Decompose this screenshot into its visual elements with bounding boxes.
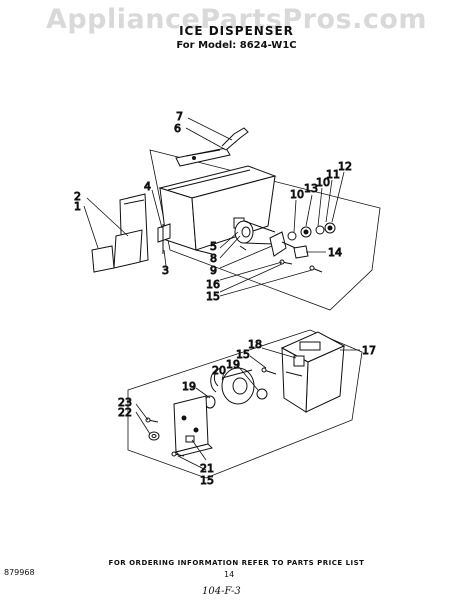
callout-7: 7 (176, 110, 183, 123)
callout-10-right: 10 (316, 176, 330, 189)
callout-2: 2 (74, 190, 81, 203)
callout-15-mid: 15 (236, 348, 250, 361)
callout-17: 17 (362, 344, 376, 357)
document-number: 879968 (4, 568, 35, 577)
callout-12: 12 (338, 160, 352, 173)
callout-21: 21 (200, 462, 214, 475)
callout-9: 9 (210, 264, 217, 277)
callout-19-lower: 19 (182, 380, 196, 393)
motor-housing-part (280, 331, 346, 413)
callout-16: 16 (206, 278, 220, 291)
front-panel-part (91, 193, 149, 273)
callout-14: 14 (328, 246, 342, 259)
callout-8: 8 (210, 252, 217, 265)
lower-mounting-plate (127, 329, 363, 479)
ordering-info-footer: FOR ORDERING INFORMATION REFER TO PARTS … (108, 559, 365, 567)
auger-gear-part (234, 220, 276, 245)
callout-18: 18 (248, 338, 262, 351)
lower-leader-lines (135, 347, 360, 471)
bail-handle-part (175, 127, 249, 167)
page-number: 14 (224, 570, 235, 579)
screws-upper (279, 259, 323, 273)
callout-23: 23 (118, 396, 132, 409)
callout-22: 22 (118, 406, 132, 419)
watermark-text: AppliancePartsPros.com (45, 4, 428, 35)
shaft-assembly-part (269, 222, 336, 259)
switch-plate-part (173, 395, 213, 457)
callout-19-upper: 19 (226, 358, 240, 371)
callout-10-left: 10 (290, 188, 304, 201)
callout-15-upper: 15 (206, 290, 220, 303)
callout-4: 4 (144, 180, 151, 193)
callout-3: 3 (162, 264, 169, 277)
callout-15-lower: 15 (200, 474, 214, 487)
bushing-part (145, 417, 160, 441)
callout-1: 1 (74, 200, 81, 213)
motor-part (204, 367, 268, 409)
callout-6: 6 (174, 122, 181, 135)
diagram-subtitle: For Model: 8624-W1C (176, 40, 297, 51)
clip-part (157, 223, 171, 254)
ice-bin-part (158, 165, 277, 255)
callout-13: 13 (304, 182, 318, 195)
callout-5: 5 (210, 240, 217, 253)
handwritten-note: 104-F-3 (202, 586, 241, 597)
diagram-title: ICE DISPENSER (179, 24, 294, 38)
screws-lower (171, 367, 277, 457)
upper-leader-lines (83, 117, 345, 297)
callout-11: 11 (326, 168, 340, 181)
callout-20: 20 (212, 364, 226, 377)
